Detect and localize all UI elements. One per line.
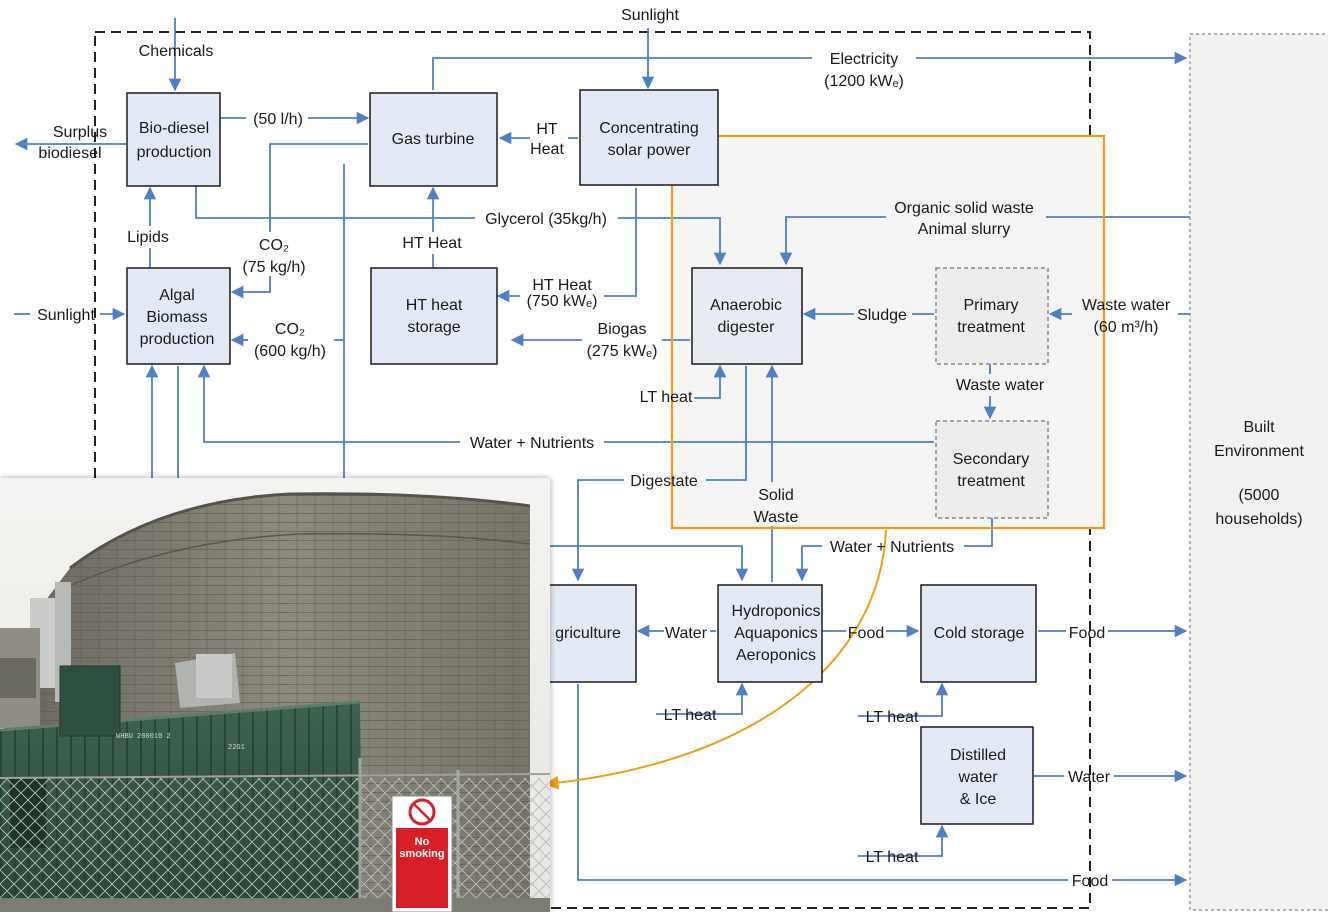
water-out-label: Water	[1068, 769, 1111, 786]
food-3-label: Food	[1072, 873, 1108, 890]
htstore-label-1: HT heat	[406, 297, 463, 314]
lt-heat-distilled-label: LT heat	[866, 849, 919, 866]
biodiesel-production-box	[127, 93, 220, 186]
ht-heat-750-label-2: (750 kWₑ)	[527, 293, 598, 310]
co2-a-rate-label: (75 kg/h)	[242, 259, 305, 276]
surplus-label-1: Surplus	[53, 124, 107, 141]
primary-label-1: Primary	[963, 297, 1018, 314]
organic-label-1: Organic solid waste	[894, 200, 1034, 217]
electricity-label: Electricity	[830, 51, 898, 68]
gas-turbine-label: Gas turbine	[392, 131, 475, 148]
built-environment-panel	[1190, 34, 1328, 910]
built-label-3: (5000	[1239, 487, 1280, 504]
biogas-label-1: Biogas	[598, 321, 647, 338]
hydro-label-2: Aquaponics	[734, 625, 818, 642]
algal-label-2: Biomass	[146, 309, 207, 326]
htstore-label-2: storage	[407, 319, 460, 336]
food-2-label: Food	[1069, 625, 1105, 642]
csp-label-1: Concentrating	[599, 120, 699, 137]
wastewater-mid-label: Waste water	[956, 377, 1045, 394]
ht-heat-750-label-1: HT Heat	[532, 277, 592, 294]
wastewater-in-label-2: (60 m³/h)	[1094, 319, 1159, 336]
lt-heat-cold-label: LT heat	[866, 709, 919, 726]
anaerobic-digester-box	[692, 268, 802, 364]
hydro-label-3: Aeroponics	[736, 647, 816, 664]
flow-50-label: (50 l/h)	[253, 111, 303, 128]
chemicals-label: Chemicals	[139, 43, 214, 60]
hydro-label-1: Hydroponics	[732, 603, 821, 620]
secondary-treatment-box	[936, 421, 1048, 518]
biodiesel-label-1: Bio-diesel	[139, 120, 209, 137]
algal-label-1: Algal	[159, 287, 195, 304]
ad-label-1: Anaerobic	[710, 297, 782, 314]
lt-heat-hydro-label: LT heat	[664, 707, 717, 724]
sludge-label: Sludge	[857, 307, 907, 324]
co2-a-label: CO₂	[259, 237, 289, 254]
distilled-label-2: water	[957, 769, 998, 786]
csp-label-2: solar power	[608, 142, 691, 159]
food-1-label: Food	[848, 625, 884, 642]
sign-line-1: No	[397, 836, 447, 848]
primary-label-2: treatment	[957, 319, 1025, 336]
cold-storage-label: Cold storage	[934, 625, 1025, 642]
concentrating-solar-power-box	[580, 90, 718, 185]
lipids-label: Lipids	[127, 229, 169, 246]
secondary-label-1: Secondary	[953, 451, 1030, 468]
co2-b-label: CO₂	[275, 321, 305, 338]
container-code-2: 22G1	[228, 744, 245, 752]
distilled-label-3: & Ice	[960, 791, 997, 808]
ht-label: HT	[536, 121, 558, 138]
solid-label-1: Solid	[758, 487, 794, 504]
digester-photo	[0, 478, 550, 912]
built-label-4: households)	[1215, 511, 1302, 528]
glycerol-label: Glycerol (35kg/h)	[485, 211, 607, 228]
co2-b-rate-label: (600 kg/h)	[254, 343, 326, 360]
water-ag-label: Water	[665, 625, 708, 642]
distilled-label-1: Distilled	[950, 747, 1006, 764]
biodiesel-label-2: production	[137, 144, 212, 161]
sign-line-2: smoking	[397, 848, 447, 860]
sunlight-left-label: Sunlight	[37, 307, 95, 324]
solid-label-2: Waste	[754, 509, 799, 526]
built-label-2: Environment	[1214, 443, 1304, 460]
ad-label-2: digester	[718, 319, 776, 336]
lt-heat-ad-label: LT heat	[640, 389, 693, 406]
container-code-1: WHBU 200010 2	[116, 733, 171, 741]
no-smoking-sign-text: No smoking	[397, 836, 447, 860]
digester-photo-inset: No smoking WHBU 200010 2 22G1	[0, 478, 550, 912]
electricity-rate-label: (1200 kWₑ)	[824, 73, 904, 90]
organic-label-2: Animal slurry	[918, 221, 1010, 238]
ht-heat-vertical-label: HT Heat	[402, 235, 462, 252]
built-label-1: Built	[1243, 419, 1275, 436]
surplus-label-2: biodiesel	[38, 145, 101, 162]
sunlight-top-label: Sunlight	[621, 7, 679, 24]
ht-heat-storage-box	[371, 268, 497, 364]
primary-treatment-box	[936, 268, 1048, 364]
secondary-label-2: treatment	[957, 473, 1025, 490]
algal-label-3: production	[140, 331, 215, 348]
water-nutrients-2-label: Water + Nutrients	[830, 539, 954, 556]
biogas-label-2: (275 kWₑ)	[587, 343, 658, 360]
water-nutrients-1-label: Water + Nutrients	[470, 435, 594, 452]
agriculture-label: griculture	[555, 625, 621, 642]
digestate-label: Digestate	[630, 473, 698, 490]
wastewater-in-label-1: Waste water	[1082, 297, 1171, 314]
heat-label: Heat	[530, 141, 564, 158]
